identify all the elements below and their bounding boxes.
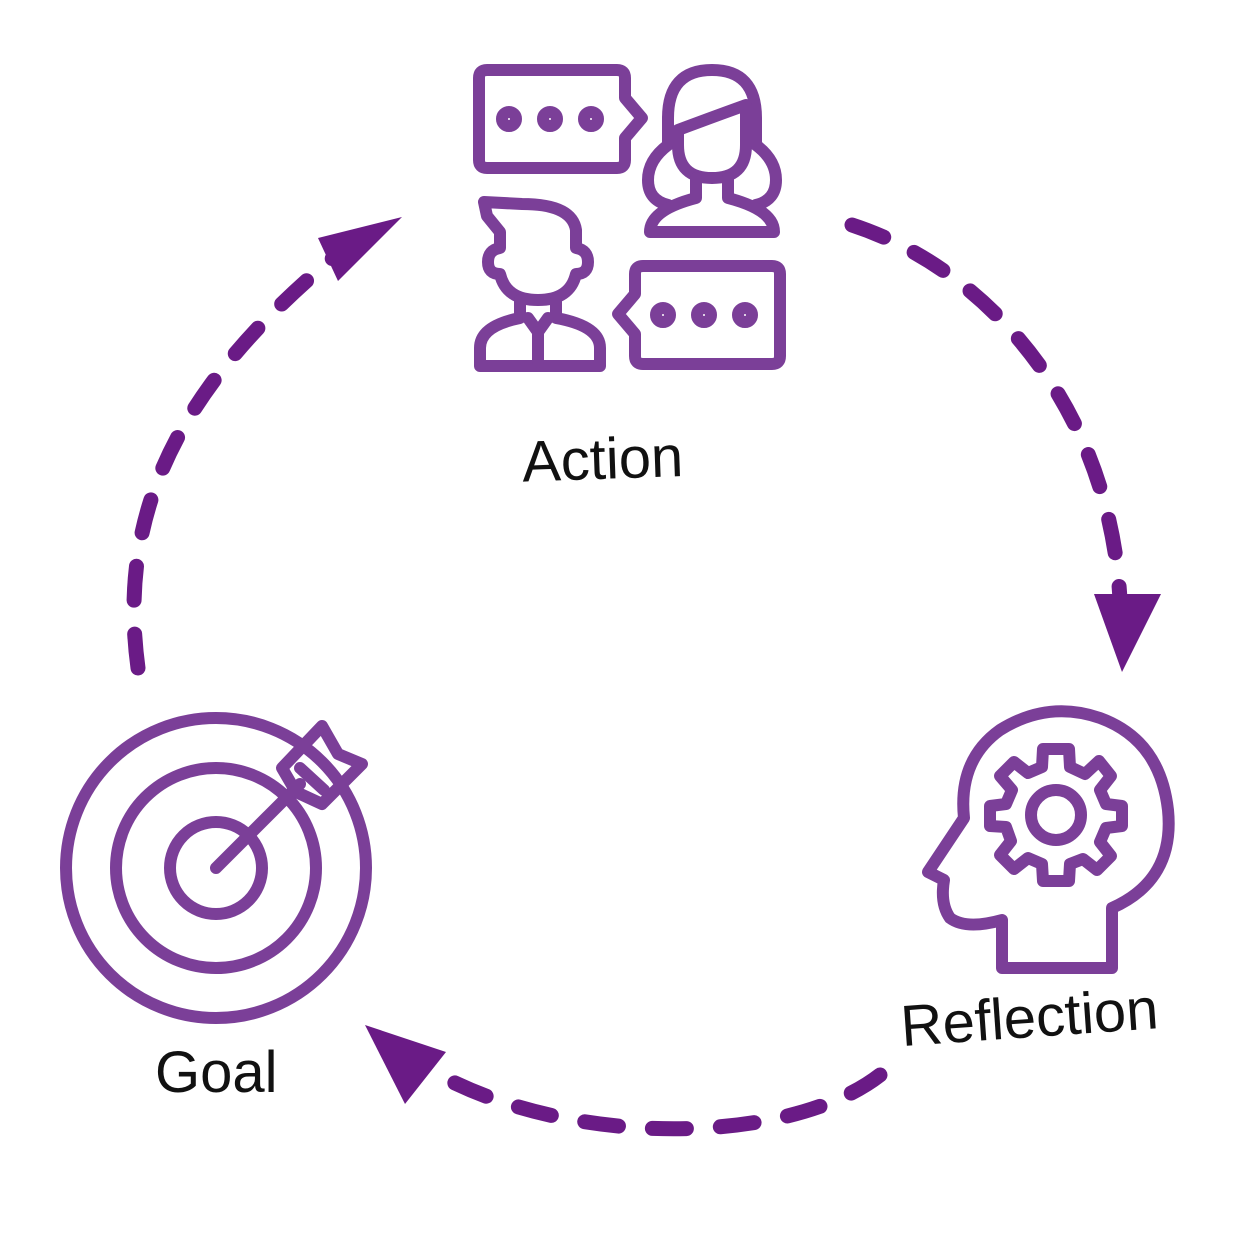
arrowhead [318, 217, 402, 281]
head-gear-icon [922, 705, 1175, 974]
conversation-icon [473, 64, 786, 372]
node-label-goal: Goal [155, 1040, 278, 1105]
node-label-reflection: Reflection [899, 976, 1161, 1059]
arrow-goal-to-action [126, 217, 402, 676]
arrowhead [1094, 594, 1161, 672]
arrowhead [365, 1025, 446, 1104]
arrow-action-to-reflection [844, 217, 1161, 672]
arrow-reflection-to-goal [365, 1025, 888, 1137]
node-label-action: Action [521, 424, 684, 495]
target-arrow-icon [60, 712, 372, 1024]
